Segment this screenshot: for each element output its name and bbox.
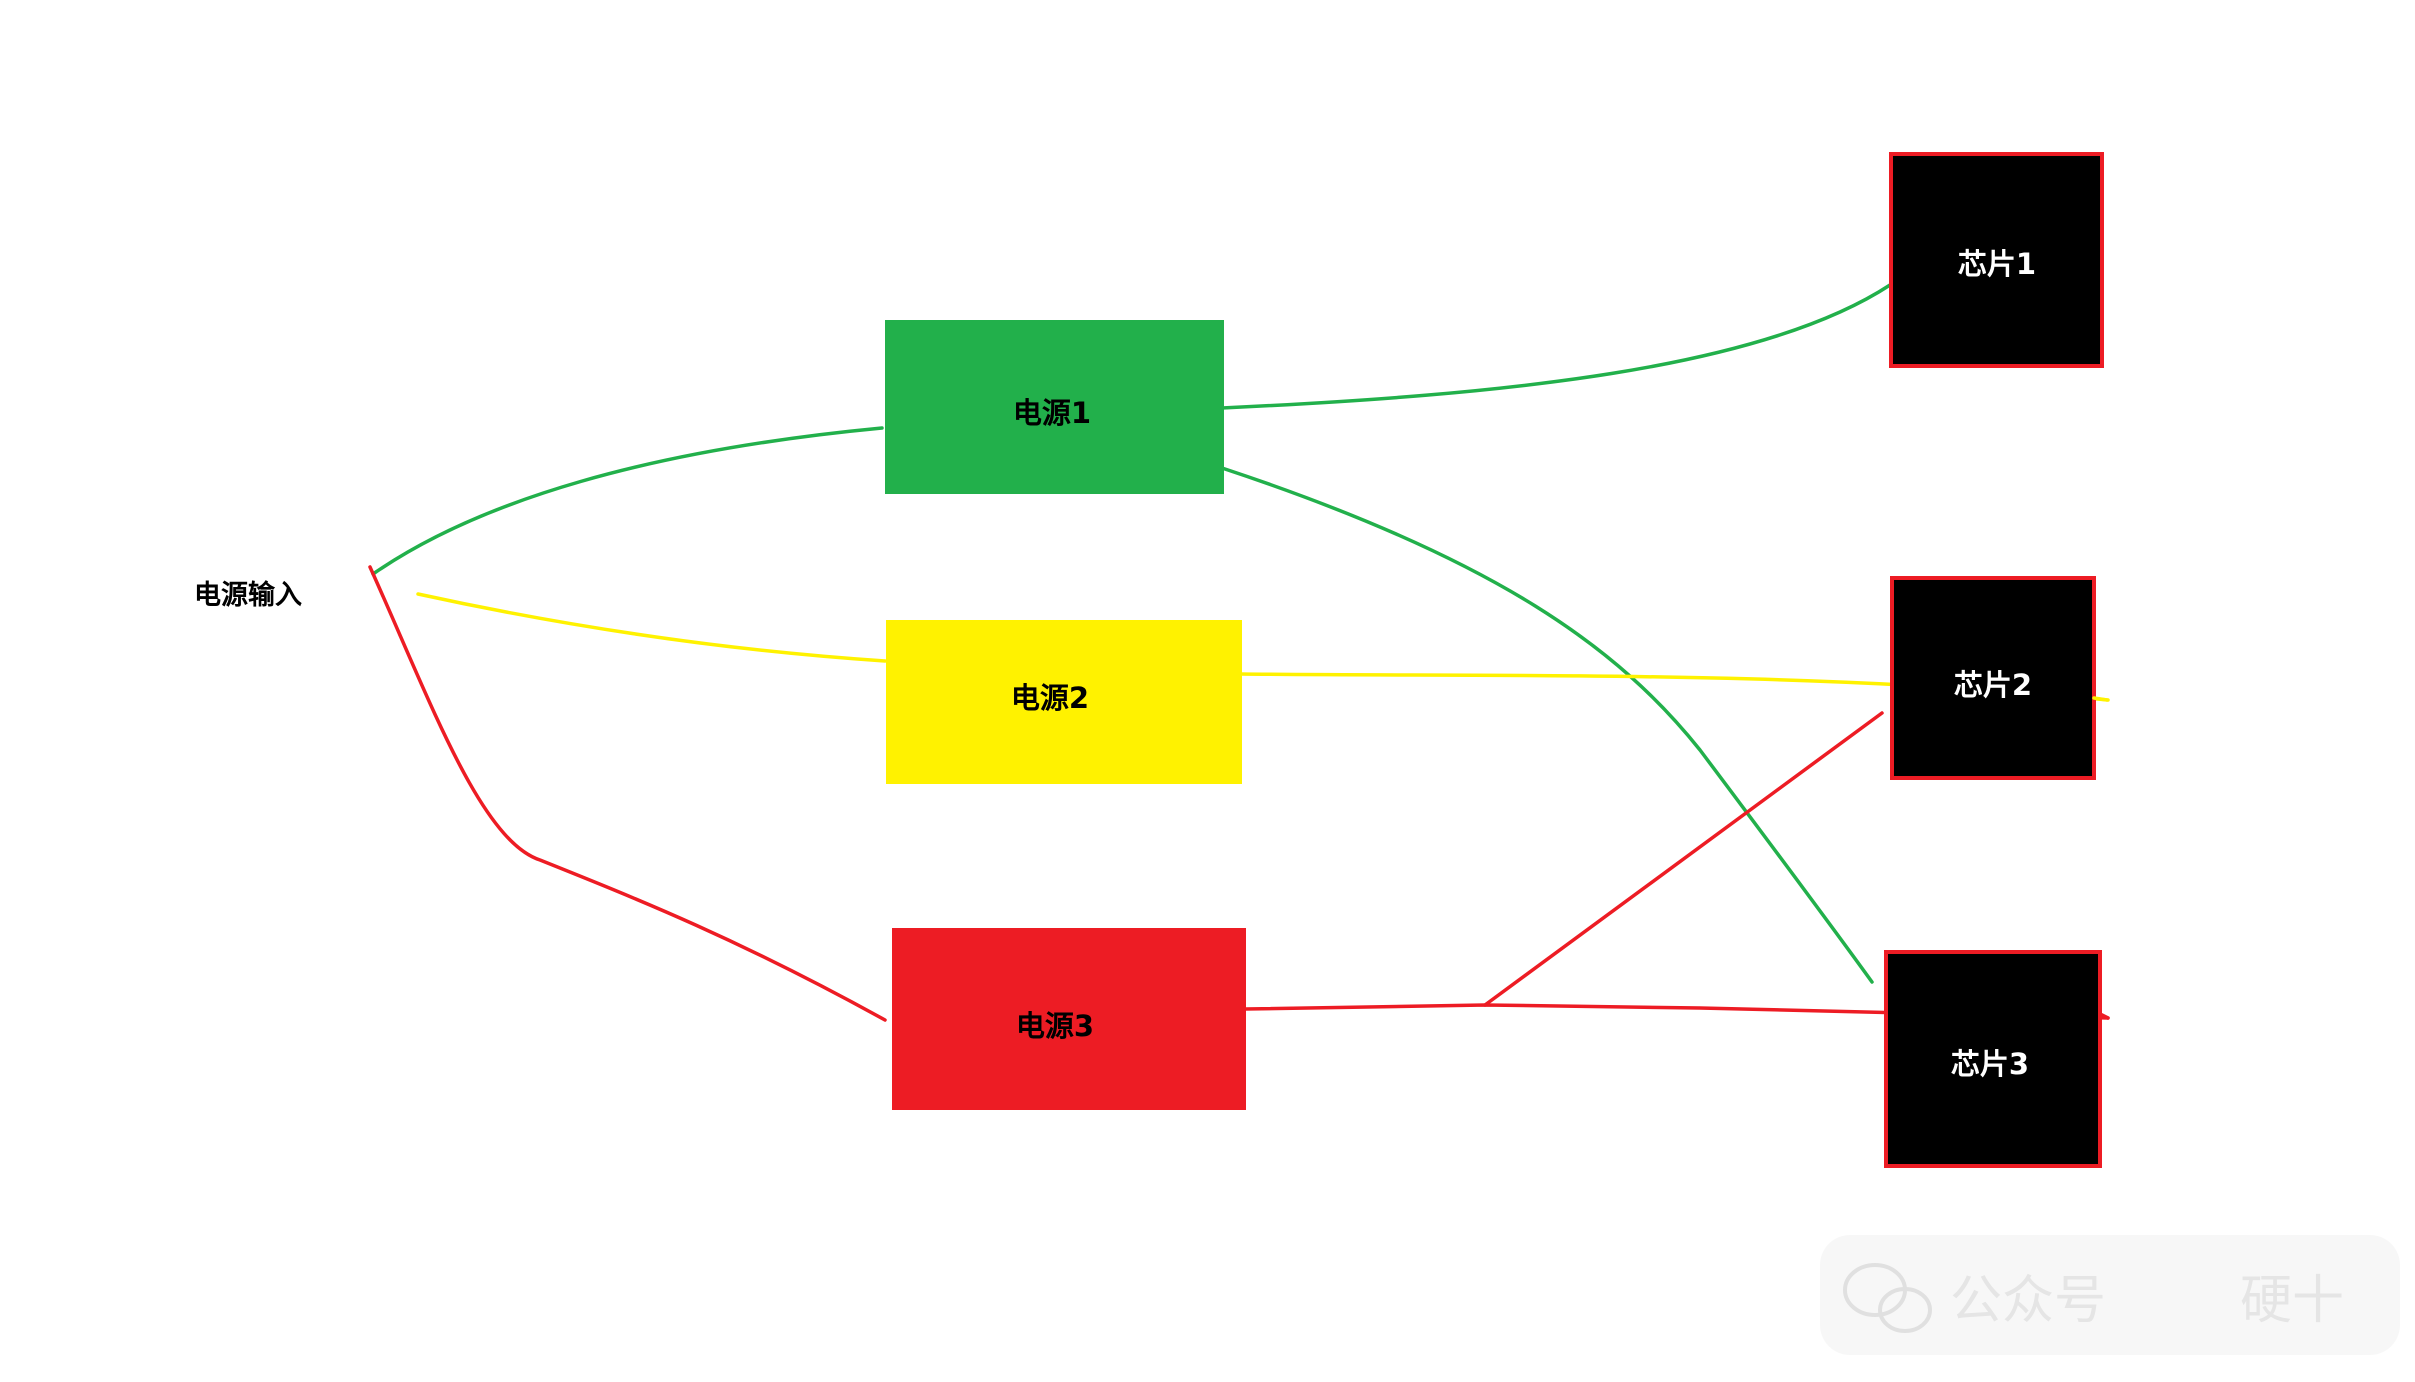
- chip-2: 芯片2: [1890, 576, 2096, 780]
- power-supply-3: 电源3: [892, 928, 1246, 1110]
- connections: [368, 283, 2110, 1022]
- power-supply-3-box: [892, 928, 1246, 1110]
- chip-1-box: [1889, 152, 2104, 368]
- wire-stubs: [2092, 696, 2110, 1020]
- wire-input-psu2: [416, 592, 887, 663]
- chip-2-label: 芯片2: [1954, 668, 2032, 702]
- wire-psu1-chip1: [1220, 283, 1892, 410]
- power-input-label: 电源输入: [194, 579, 302, 611]
- chip-1-label: 芯片1: [1958, 247, 2036, 281]
- wire-input-psu3: [368, 565, 887, 1022]
- power-supply-3-label: 电源3: [1016, 1009, 1094, 1043]
- chip-2-stub: [2092, 696, 2109, 702]
- power-supply-2: 电源2: [886, 620, 1242, 784]
- watermark: 公众号 硬十: [1820, 1235, 2400, 1355]
- power-supply-1: 电源1: [885, 320, 1224, 494]
- watermark-text-1: 公众号: [1950, 1271, 2106, 1331]
- chip-1: 芯片1: [1889, 152, 2104, 368]
- power-supply-2-box: [886, 620, 1242, 784]
- chip-2-box: [1890, 576, 2096, 780]
- chip-3-box: [1884, 950, 2102, 1168]
- wechat-icon: [1843, 1263, 1932, 1333]
- power-supply-1-box: [885, 320, 1224, 494]
- wire-psu3-chip2: [1483, 711, 1884, 1007]
- chip-3-stub: [2098, 1012, 2110, 1020]
- power-supply-2-label: 电源2: [1011, 681, 1089, 715]
- wire-input-psu1: [371, 426, 884, 576]
- chip-3-label: 芯片3: [1951, 1047, 2029, 1081]
- wire-psu1-chip3: [1220, 466, 1874, 984]
- watermark-backdrop: [1820, 1235, 2400, 1355]
- watermark-text-2: 硬十: [2240, 1271, 2344, 1331]
- power-supply-1-label: 电源1: [1013, 396, 1091, 430]
- chip-3: 芯片3: [1884, 950, 2102, 1168]
